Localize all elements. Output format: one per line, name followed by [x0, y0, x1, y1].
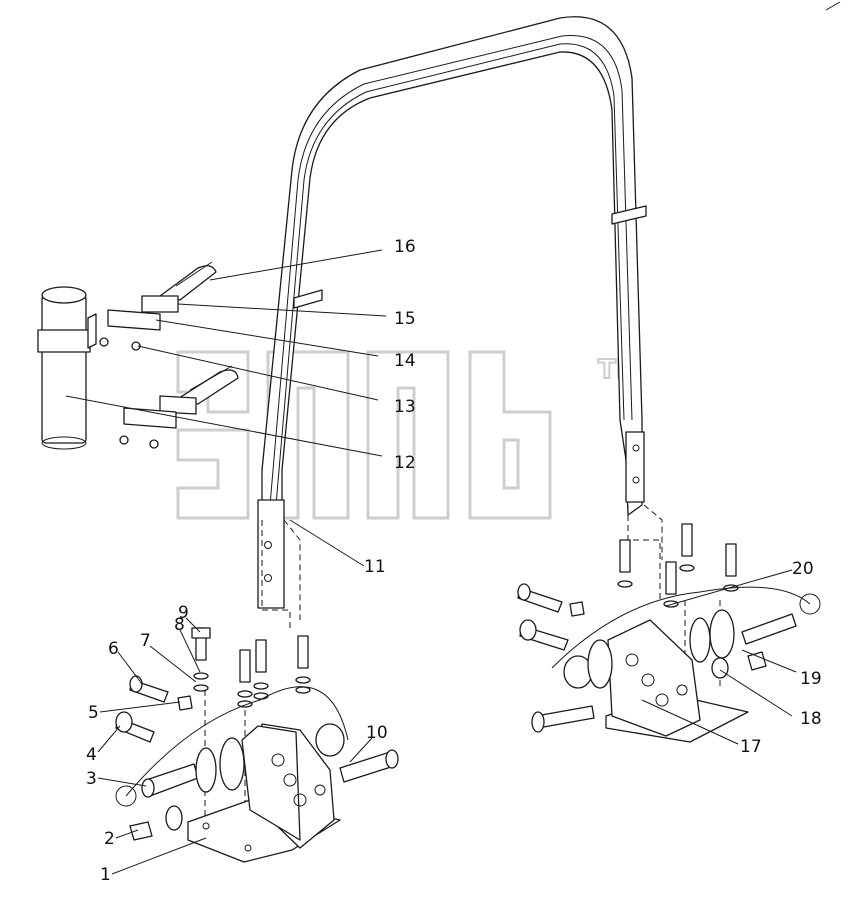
- callout-2: 2: [104, 829, 115, 849]
- callout-7: 7: [140, 631, 151, 651]
- beacon-light: [37, 286, 97, 450]
- callout-6: 6: [108, 639, 119, 659]
- callout-3: 3: [86, 769, 97, 789]
- callout-4: 4: [86, 745, 97, 765]
- callout-5: 5: [88, 703, 99, 723]
- u-bolt-upper: [159, 261, 217, 301]
- callout-12: 12: [394, 453, 416, 473]
- u-bolt-lower: [175, 365, 239, 405]
- base-bracket-right: [605, 619, 749, 743]
- watermark-logo: TM: [176, 350, 643, 520]
- pin-left: [115, 737, 245, 831]
- callout-11: 11: [364, 557, 386, 577]
- callout-8: 8: [174, 615, 185, 635]
- callout-13: 13: [394, 397, 416, 417]
- pin-right: [563, 593, 821, 689]
- base-bracket-left: [187, 723, 341, 863]
- callout-20: 20: [792, 559, 814, 579]
- callout-18: 18: [800, 709, 822, 729]
- leader-lines: [65, 249, 797, 875]
- callout-1: 1: [100, 865, 111, 885]
- callout-15: 15: [394, 309, 416, 329]
- callout-19: 19: [800, 669, 822, 689]
- lanyard-left: [125, 686, 349, 797]
- roll-bar-frame: [257, 16, 647, 609]
- nuts-small: [99, 337, 159, 449]
- lanyard-right: [551, 586, 811, 669]
- callout-10: 10: [366, 723, 388, 743]
- callout-17: 17: [740, 737, 762, 757]
- callout-14: 14: [394, 351, 416, 371]
- callout-9: 9: [178, 603, 189, 623]
- callout-labels: 1 2 3 4 5 6 7 8 9 10 11 12 13 14 15 16 1…: [86, 237, 822, 885]
- callout-16: 16: [394, 237, 416, 257]
- corner-mark: [825, 1, 841, 11]
- clamp-plates: [107, 295, 197, 429]
